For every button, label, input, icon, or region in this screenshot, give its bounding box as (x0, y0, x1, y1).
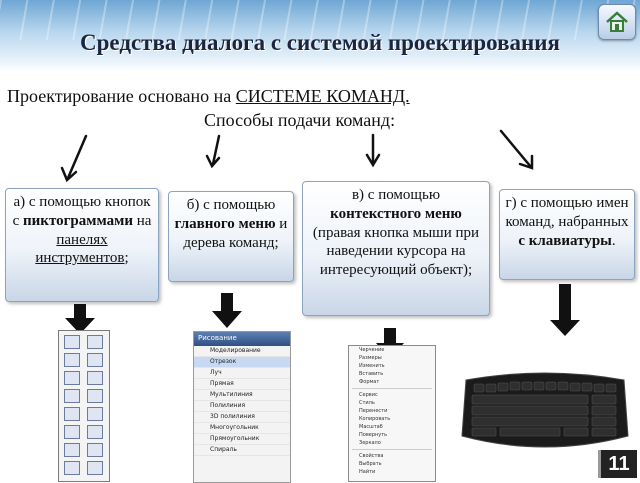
menu-item: Луч (194, 368, 290, 379)
method-a-box: а) с помощью кнопок с пиктограммами на п… (5, 188, 159, 302)
context-item: Черчение (359, 347, 385, 353)
scale-tool-icon (87, 461, 103, 475)
menu-item: Мультилиния (194, 390, 290, 401)
context-menu-screenshot: Черчение Размеры Изменить Вставить Форма… (348, 345, 436, 482)
polyline-tool-icon (64, 353, 80, 367)
context-item: Зеркало (359, 440, 381, 446)
move-tool-icon (87, 425, 103, 439)
arrow-a (66, 134, 88, 180)
intro-line: Проектирование основано на СИСТЕМЕ КОМАН… (7, 86, 410, 106)
arrow-c-head (365, 153, 381, 168)
slide-number: 11 (598, 450, 637, 478)
rotate-tool-icon (87, 443, 103, 457)
method-d-box: г) с помощью имен команд, набранных с кл… (499, 189, 635, 280)
toolbar-column-right (85, 335, 105, 479)
menu-item: 3D полилиния (194, 412, 290, 423)
arrow-b-head (205, 154, 221, 169)
context-item: Перенести (359, 408, 388, 414)
command-system-link: СИСТЕМЕ КОМАНД. (235, 86, 410, 106)
down-arrow-b (212, 293, 242, 328)
context-item: Масштаб (359, 424, 383, 430)
context-item: Стиль (359, 400, 375, 406)
line-tool-icon (64, 335, 80, 349)
toolbar-column-left (62, 335, 82, 479)
context-item: Копировать (359, 416, 391, 422)
context-item: Вставить (359, 371, 384, 377)
context-separator (352, 449, 432, 450)
context-item: Размеры (359, 355, 382, 361)
down-arrow-c (376, 328, 404, 359)
menu-item: Спираль (194, 445, 290, 456)
arc-tool-icon (64, 407, 80, 421)
home-button[interactable] (598, 4, 636, 40)
context-item: Формат (359, 379, 380, 385)
slide-title: Средства диалога с системой проектирован… (80, 30, 560, 55)
arrow-b (211, 134, 221, 166)
polygon-tool-icon (64, 371, 80, 385)
menu-item: Моделирование (194, 346, 290, 357)
mirror-tool-icon (87, 371, 103, 385)
down-arrow-d (550, 284, 580, 336)
arrow-a-head (60, 166, 78, 183)
rectangle-tool-icon (64, 389, 80, 403)
context-item: Сервис (359, 392, 378, 398)
offset-tool-icon (87, 389, 103, 403)
erase-tool-icon (87, 335, 103, 349)
menu-item: Отрезок (194, 357, 290, 368)
menu-item: Прямоугольник (194, 434, 290, 445)
method-b-box: б) с помощью главного меню и дерева кома… (168, 191, 294, 282)
menu-titlebar: Рисование (194, 332, 290, 346)
method-c-box: в) с помощью контекстного меню (правая к… (302, 181, 490, 316)
menu-item: Прямая (194, 379, 290, 390)
slide-header (0, 0, 640, 72)
arrow-d (499, 129, 533, 169)
context-separator (352, 388, 432, 389)
arrow-d-head (518, 154, 534, 170)
context-item: Найти (359, 469, 376, 475)
context-item: Свойства (359, 453, 384, 459)
keyboard-image (461, 372, 629, 448)
spline-tool-icon (64, 443, 80, 457)
methods-heading: Способы подачи команд: (204, 110, 396, 130)
copy-tool-icon (87, 353, 103, 367)
header-decoration (0, 0, 640, 40)
context-item: Повернуть (359, 432, 388, 438)
menu-item: Многоугольник (194, 423, 290, 434)
home-icon (606, 11, 628, 32)
toolbar-screenshot (58, 330, 110, 482)
context-item: Выбрать (359, 461, 382, 467)
down-arrow-a (65, 304, 95, 334)
ellipse-tool-icon (64, 461, 80, 475)
circle-tool-icon (64, 425, 80, 439)
menu-item: Полилиния (194, 401, 290, 412)
context-item: Изменить (359, 363, 385, 369)
array-tool-icon (87, 407, 103, 421)
main-menu-screenshot: Рисование Моделирование Отрезок Луч Прям… (193, 331, 291, 483)
